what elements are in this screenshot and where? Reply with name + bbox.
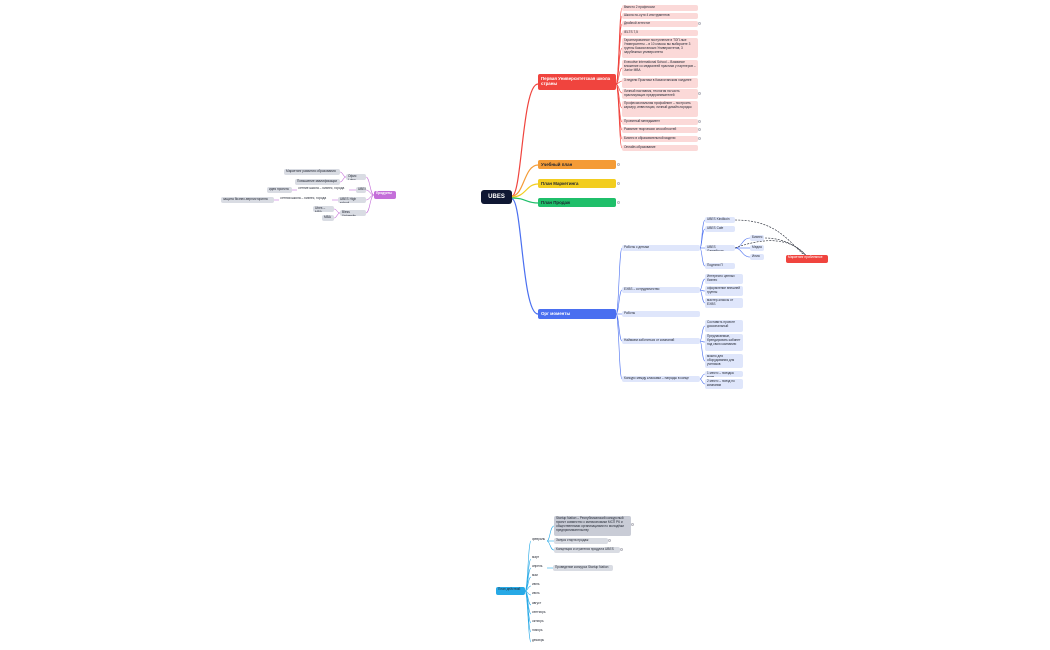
product-extra[interactable]: идея проекта xyxy=(267,187,292,193)
link-root-pervaya xyxy=(511,83,539,197)
plan-month[interactable]: июнь xyxy=(532,583,540,586)
expand-toggle[interactable] xyxy=(698,120,702,124)
pervaya-item[interactable]: Гарантированное поступление в ТОП-ные Ун… xyxy=(622,38,698,58)
product-child[interactable]: Офис Lotus xyxy=(346,174,366,180)
pervaya-item[interactable]: Вместо 2 профессии xyxy=(622,5,698,11)
product-item[interactable]: Летняя школа – бизнес, города xyxy=(280,197,327,200)
link-root-marketing xyxy=(511,183,539,198)
branch-marketing[interactable]: План Маркетинга xyxy=(538,179,616,188)
products-node[interactable]: Продукты xyxy=(374,191,396,199)
callout-node[interactable]: Маркетинг проблемное xyxy=(786,255,828,263)
plan-month[interactable]: май xyxy=(532,574,538,577)
org-item[interactable]: UBES Cafe xyxy=(705,226,735,232)
pervaya-item[interactable]: Развитие творческих способностей xyxy=(622,127,698,133)
product-item[interactable]: Повышение квалификации xyxy=(295,179,340,185)
org-child[interactable]: Работы xyxy=(622,311,700,317)
plan-month[interactable]: ноябрь xyxy=(532,629,543,632)
org-item[interactable]: 2 место – поезд по компании xyxy=(705,379,743,389)
expand-toggle-prodazh[interactable] xyxy=(617,201,621,205)
product-child[interactable]: UBES High school xyxy=(338,197,366,203)
org-child[interactable]: EXBS – сотрудничество xyxy=(622,287,700,293)
expand-toggle[interactable] xyxy=(620,548,624,552)
product-child[interactable]: Bless University xyxy=(340,210,366,216)
org-tag[interactable]: Бизнес xyxy=(750,235,764,241)
product-item[interactable]: Летние школа – бизнес, города xyxy=(298,187,345,190)
org-tag[interactable]: Илиа xyxy=(750,254,764,260)
plan-apr-item[interactable]: Проведение конкурса Startup Nation xyxy=(553,565,613,571)
product-item[interactable]: MBA xyxy=(322,215,334,221)
expand-toggle[interactable] xyxy=(698,92,702,96)
expand-toggle[interactable] xyxy=(698,128,702,132)
pervaya-item[interactable]: Двойной аттестат xyxy=(622,21,698,27)
links-pervaya xyxy=(615,7,623,149)
pervaya-item[interactable]: Онлайн-образование xyxy=(622,145,698,151)
branch-prodazh[interactable]: План Продаж xyxy=(538,198,616,207)
plan-month[interactable]: декабрь xyxy=(532,639,545,642)
org-item[interactable]: Подтяни П xyxy=(705,263,735,269)
expand-toggle-marketing[interactable] xyxy=(617,182,621,186)
org-item[interactable]: UBES Kindlkoin xyxy=(705,217,735,223)
pervaya-item[interactable]: 3 недели Практики в Казахстанском холдин… xyxy=(622,78,698,88)
branch-org[interactable]: Орг моменты xyxy=(538,309,616,319)
branch-uchebny[interactable]: Учебный план xyxy=(538,160,616,169)
org-child[interactable]: Конкурс между классами – награды в конце xyxy=(622,376,700,382)
pervaya-item[interactable]: Личный наставник, теология на часть прак… xyxy=(622,89,698,99)
plan-month[interactable]: август xyxy=(532,602,542,605)
pervaya-item[interactable]: Профессиональная профайлинг – построить … xyxy=(622,101,698,117)
link-root-org xyxy=(511,198,539,315)
org-item[interactable]: мастер-классы от EXBS xyxy=(705,298,743,308)
pervaya-item[interactable]: Бизнес в образовательной модели xyxy=(622,136,698,142)
pervaya-item[interactable]: Школа по-сути 4 инструментов xyxy=(622,13,698,19)
plan-month[interactable]: март xyxy=(532,556,540,559)
pervaya-item[interactable]: Проектный менеджмент xyxy=(622,119,698,125)
expand-toggle-uchebny[interactable] xyxy=(617,163,621,167)
org-child[interactable]: Наймаем заботиться от компаний xyxy=(622,338,700,344)
plan-feb-item[interactable]: Запуск старта продаж xyxy=(554,538,608,544)
branch-pervaya[interactable]: Первая Университетская школа страны xyxy=(538,74,616,90)
org-item[interactable]: 1 место – поездка всем xyxy=(705,371,743,377)
plan-month[interactable]: апрель xyxy=(532,565,543,568)
org-child[interactable]: Работы с детьми xyxy=(622,245,700,251)
plan-month[interactable]: октябрь xyxy=(532,620,544,623)
expand-toggle[interactable] xyxy=(608,539,612,543)
plan-month[interactable]: июль xyxy=(532,592,540,595)
plan-month[interactable]: сентябрь xyxy=(532,611,546,614)
org-item[interactable]: Составить проекте доскональный xyxy=(705,320,743,332)
product-child[interactable]: UBES xyxy=(356,187,366,193)
links-callout xyxy=(734,219,809,259)
org-tag[interactable]: Медиа xyxy=(750,245,764,251)
plan-node[interactable]: План действий xyxy=(496,587,525,595)
plan-month[interactable]: февраль xyxy=(532,538,546,541)
plan-feb-item[interactable]: Startup Nation – Республиканский конкурс… xyxy=(554,516,631,536)
expand-toggle[interactable] xyxy=(698,22,702,26)
org-item[interactable]: UBES Gamefloom xyxy=(705,245,735,251)
product-extra[interactable]: защита бизнес-вернисторинга xyxy=(221,197,274,203)
product-item[interactable]: Ubes – MBA xyxy=(313,206,334,212)
org-item[interactable]: оформление внешней группы xyxy=(705,286,743,296)
link-root-prodazh xyxy=(511,197,539,204)
pervaya-item[interactable]: Executive international School – Взаимно… xyxy=(622,60,698,76)
expand-toggle[interactable] xyxy=(698,137,702,141)
org-item[interactable]: Предлагаемые, брендировать кабинет под с… xyxy=(705,334,743,351)
org-item[interactable]: Интересно ценных бизнес xyxy=(705,274,743,284)
plan-feb-item[interactable]: Концепция и стратегия продукта UBES xyxy=(554,547,620,553)
pervaya-item[interactable]: IELTS 7,5 xyxy=(622,30,698,36)
product-item[interactable]: Маркетинг развития образования xyxy=(284,169,340,175)
org-item[interactable]: можно для оборудования для учеников xyxy=(705,354,743,368)
expand-toggle[interactable] xyxy=(631,523,635,527)
link-root-uchebny xyxy=(511,164,539,197)
root-node[interactable]: UBES xyxy=(481,190,512,204)
